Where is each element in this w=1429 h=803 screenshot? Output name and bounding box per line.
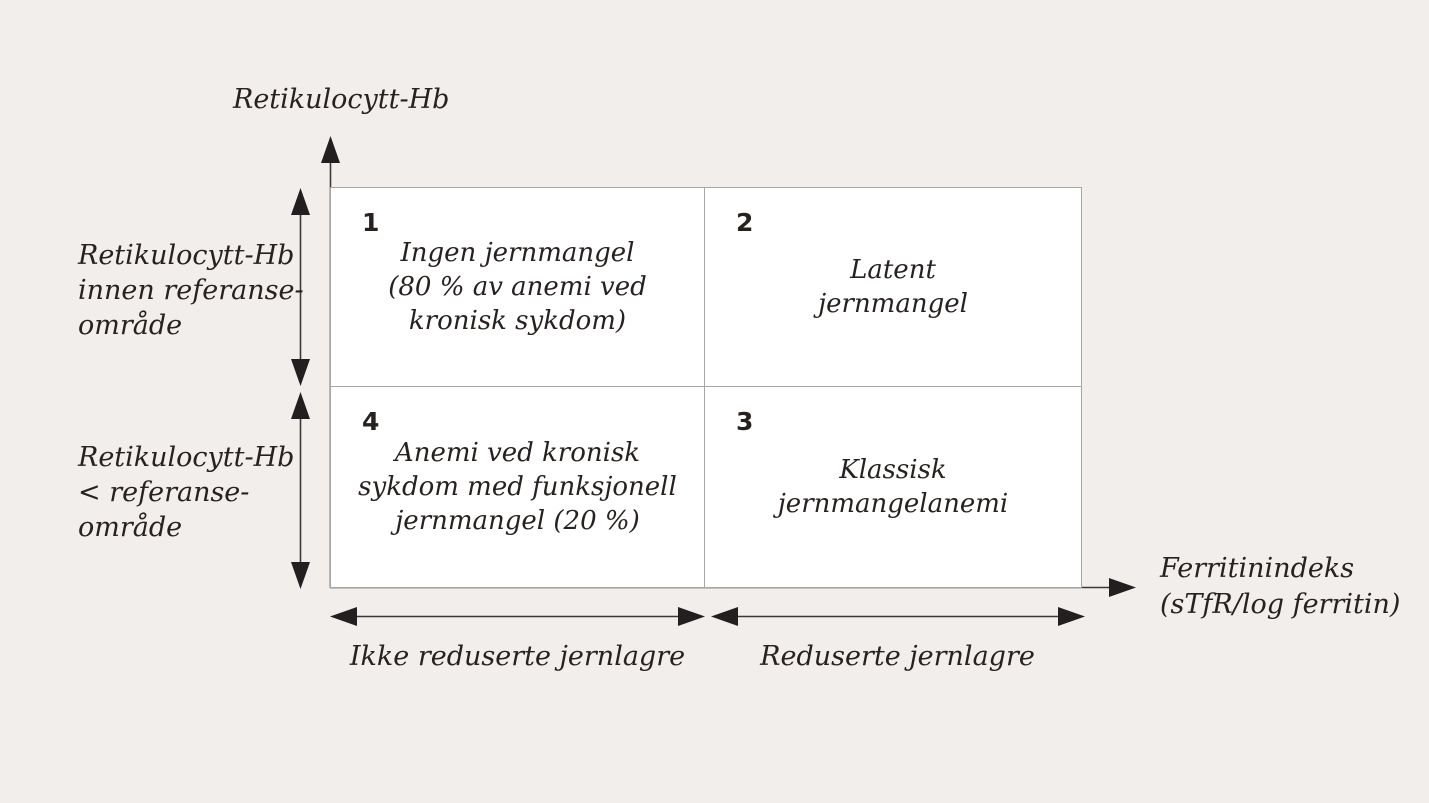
- range-arrow-bottom-left-left-arrowhead-icon: [330, 607, 357, 626]
- range-arrow-bottom-left: [330, 607, 705, 626]
- range-arrow-bottom-left-right-arrowhead-icon: [678, 607, 705, 626]
- quadrant-2-text: Latent jernmangel: [818, 255, 968, 319]
- left-label-lower: Retikulocytt-Hb < referanse- område: [78, 442, 295, 543]
- range-arrow-lower-up-arrowhead-icon: [291, 392, 310, 419]
- range-arrow-lower-down-arrowhead-icon: [291, 562, 310, 589]
- range-arrow-bottom-right: [711, 607, 1085, 626]
- quadrant-2-number: 2: [736, 208, 754, 237]
- quadrant-1: 1 Ingen jernmangel (80 % av anemi ved kr…: [331, 188, 705, 387]
- quadrant-3-number: 3: [736, 407, 754, 436]
- y-axis-arrowhead-icon: [321, 136, 340, 163]
- y-axis-title: Retikulocytt-Hb: [233, 84, 450, 115]
- quadrant-3-text: Klassisk jernmangelanemi: [777, 455, 1009, 519]
- quadrant-grid: 1 Ingen jernmangel (80 % av anemi ved kr…: [330, 187, 1082, 588]
- left-label-upper: Retikulocytt-Hb innen referanse- område: [78, 240, 304, 341]
- quadrant-1-text: Ingen jernmangel (80 % av anemi ved kron…: [388, 238, 647, 336]
- quadrant-1-number: 1: [362, 208, 380, 237]
- quadrant-4-text: Anemi ved kronisk sykdom med funksjonell…: [358, 438, 677, 536]
- bottom-label-left: Ikke reduserte jernlagre: [349, 641, 686, 672]
- range-arrow-upper-up-arrowhead-icon: [291, 188, 310, 215]
- quadrant-2: 2 Latent jernmangel: [705, 188, 1081, 387]
- range-arrow-bottom-right-left-arrowhead-icon: [711, 607, 738, 626]
- range-arrow-bottom-right-right-arrowhead-icon: [1058, 607, 1085, 626]
- range-arrow-upper-down-arrowhead-icon: [291, 359, 310, 386]
- quadrant-4-number: 4: [362, 407, 380, 436]
- quadrant-3: 3 Klassisk jernmangelanemi: [705, 387, 1081, 587]
- quadrant-4: 4 Anemi ved kronisk sykdom med funksjone…: [331, 387, 705, 587]
- x-axis-arrowhead-icon: [1109, 578, 1136, 597]
- bottom-label-right: Reduserte jernlagre: [760, 641, 1035, 672]
- x-axis-title: Ferritinindeks (sTfR/log ferritin): [1160, 553, 1401, 620]
